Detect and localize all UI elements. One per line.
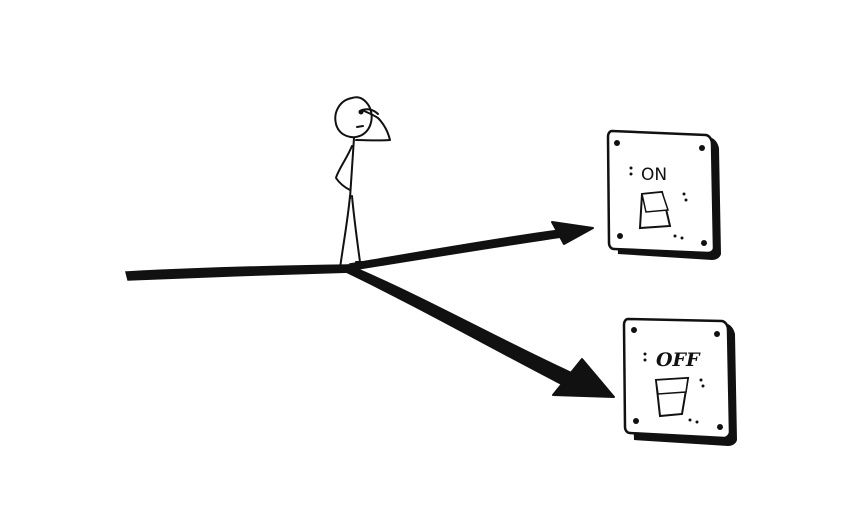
off-screw-tr	[714, 331, 720, 337]
lower-arrowhead-icon	[552, 358, 615, 398]
on-dot	[684, 198, 688, 202]
on-screw-bl	[617, 233, 623, 239]
upper-branch-shaft	[349, 229, 563, 271]
off-screw-bl	[633, 418, 639, 424]
figure-right-leg	[351, 195, 361, 263]
on-screw-br	[701, 240, 707, 246]
figure-eye	[358, 109, 364, 115]
off-switch-icon: OFF	[622, 317, 737, 446]
figure-hip-arm	[335, 145, 353, 191]
off-switch-label: OFF	[656, 349, 701, 371]
stick-figure-icon	[334, 96, 391, 271]
off-dot	[688, 418, 692, 422]
off-dot	[643, 358, 647, 362]
on-dot	[680, 236, 684, 240]
off-dot	[643, 352, 647, 356]
lower-branch-arrow	[345, 263, 615, 398]
off-dot	[695, 420, 699, 424]
off-dot	[701, 384, 705, 388]
figure-left-foot	[335, 268, 345, 271]
on-dot	[629, 172, 633, 176]
upper-arrowhead-icon	[551, 221, 594, 245]
figure-mouth	[356, 125, 364, 128]
main-path	[125, 264, 353, 281]
off-screw-tl	[631, 327, 637, 333]
on-screw-tr	[699, 145, 705, 151]
figure-raised-arm	[355, 109, 391, 142]
figure-head	[334, 96, 373, 139]
off-screw-br	[717, 424, 723, 430]
on-dot	[682, 192, 686, 196]
figure-left-leg	[339, 195, 351, 269]
upper-branch-arrow	[349, 221, 594, 271]
on-screw-tl	[614, 140, 620, 146]
figure-torso	[349, 137, 355, 199]
lower-branch-shaft	[345, 263, 572, 387]
on-rocker-top	[641, 191, 670, 213]
figure-hand	[361, 108, 379, 115]
on-switch-label: ON	[641, 165, 667, 185]
on-dot	[629, 166, 633, 170]
on-dot	[673, 234, 677, 238]
off-rocker-top	[655, 377, 689, 395]
off-dot	[699, 378, 703, 382]
on-switch-icon: ON	[606, 129, 721, 260]
